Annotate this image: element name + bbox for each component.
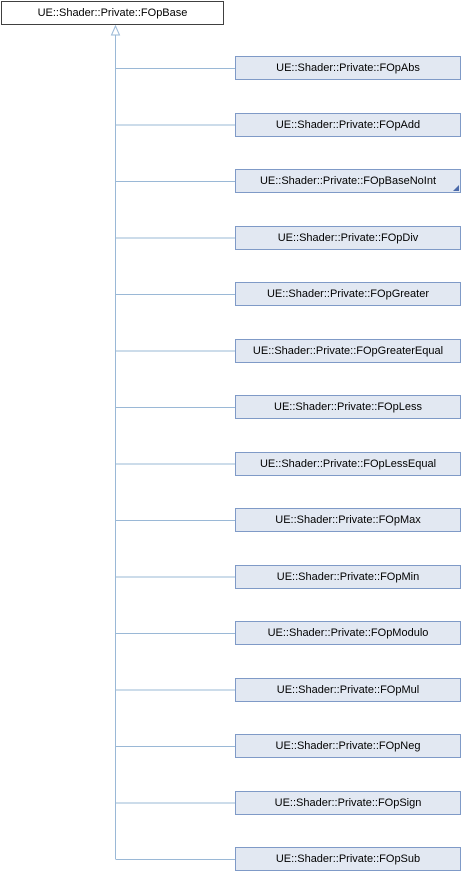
derived-class-node[interactable]: UE::Shader::Private::FOpBaseNoInt <box>235 169 461 193</box>
derived-class-node[interactable]: UE::Shader::Private::FOpModulo <box>235 621 461 645</box>
derived-class-node[interactable]: UE::Shader::Private::FOpMul <box>235 677 461 702</box>
derived-class-node[interactable]: UE::Shader::Private::FOpLessEqual <box>235 451 461 476</box>
derived-class-node[interactable]: UE::Shader::Private::FOpDiv <box>235 225 461 250</box>
base-class-node[interactable]: UE::Shader::Private::FOpBase <box>1 1 224 25</box>
derived-class-node[interactable]: UE::Shader::Private::FOpNeg <box>235 734 461 758</box>
derived-class-node[interactable]: UE::Shader::Private::FOpSign <box>235 790 461 815</box>
derived-class-node[interactable]: UE::Shader::Private::FOpMin <box>235 564 461 589</box>
derived-class-node[interactable]: UE::Shader::Private::FOpSub <box>235 847 461 871</box>
inheritance-arrowhead <box>110 24 121 36</box>
derived-class-node[interactable]: UE::Shader::Private::FOpAbs <box>235 56 461 80</box>
derived-class-node[interactable]: UE::Shader::Private::FOpGreater <box>235 282 461 306</box>
derived-class-node[interactable]: UE::Shader::Private::FOpGreaterEqual <box>235 338 461 363</box>
inheritance-branches <box>115 68 235 860</box>
derived-class-node[interactable]: UE::Shader::Private::FOpMax <box>235 508 461 532</box>
derived-class-node[interactable]: UE::Shader::Private::FOpAdd <box>235 112 461 137</box>
derived-class-node[interactable]: UE::Shader::Private::FOpLess <box>235 395 461 419</box>
